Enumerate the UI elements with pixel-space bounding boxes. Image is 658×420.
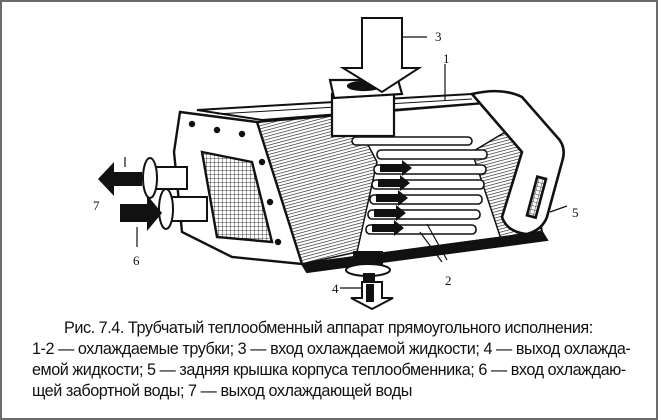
inlet-arrow-icon [339, 17, 423, 94]
leader-lines [124, 36, 568, 289]
heat-exchanger-diagram [98, 17, 568, 311]
callout-2: 2 [445, 273, 452, 288]
callout-1: 1 [443, 51, 450, 66]
inlet-flange [328, 78, 404, 138]
callout-6: 6 [133, 253, 140, 268]
figure-caption: Рис. 7.4. Трубчатый теплообменный аппара… [32, 318, 632, 402]
water-inlet-arrow-icon [120, 195, 162, 231]
caption-line-3: емой жидкости; 5 — задняя крышка корпуса… [32, 361, 626, 379]
caption-line-2: 1-2 — охлаждаемые трубки; 3 — вход охлаж… [32, 340, 631, 358]
flow-arrows [372, 160, 412, 236]
outlet-arrow-icon [350, 281, 394, 311]
water-outlet-arrow-icon [98, 162, 142, 196]
rear-cover [469, 89, 565, 236]
water-nozzles [142, 157, 208, 230]
caption-title: Рис. 7.4. Трубчатый теплообменный аппара… [64, 319, 593, 337]
front-cover [172, 110, 304, 266]
callout-5: 5 [572, 205, 579, 220]
callout-4: 4 [332, 281, 339, 296]
callout-3: 3 [435, 29, 442, 44]
callout-7: 7 [93, 198, 100, 213]
caption-line-4: щей забортной воды; 7 — выход охлаждающе… [32, 382, 412, 400]
